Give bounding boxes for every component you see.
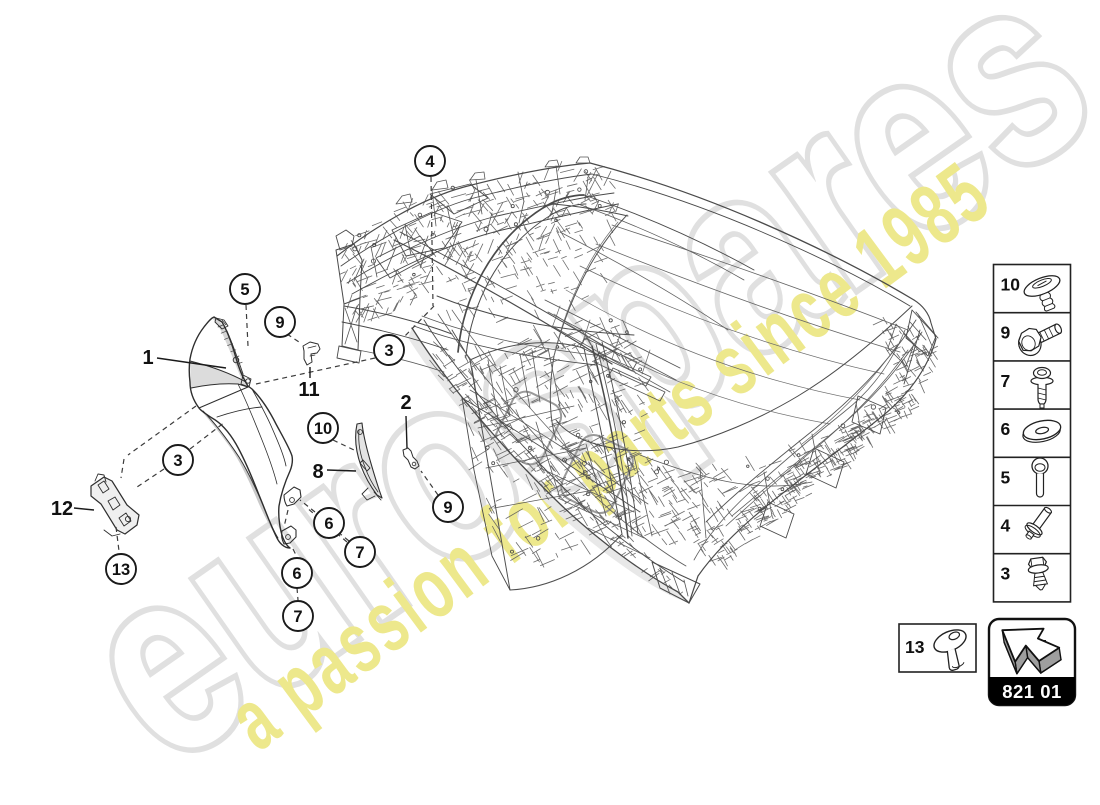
svg-text:9: 9 bbox=[1001, 323, 1011, 343]
svg-text:9: 9 bbox=[443, 499, 452, 517]
svg-text:4: 4 bbox=[1001, 516, 1011, 536]
svg-text:5: 5 bbox=[240, 281, 249, 299]
svg-text:2: 2 bbox=[400, 392, 411, 414]
svg-text:10: 10 bbox=[1001, 275, 1021, 295]
svg-text:11: 11 bbox=[298, 379, 319, 401]
svg-text:3: 3 bbox=[384, 342, 393, 360]
svg-text:8: 8 bbox=[312, 461, 323, 483]
svg-text:7: 7 bbox=[1001, 371, 1011, 391]
svg-text:6: 6 bbox=[292, 565, 301, 583]
svg-text:821 01: 821 01 bbox=[1002, 681, 1062, 702]
svg-text:9: 9 bbox=[275, 314, 284, 332]
svg-text:13: 13 bbox=[112, 561, 130, 579]
svg-text:3: 3 bbox=[173, 452, 182, 470]
svg-text:13: 13 bbox=[905, 637, 925, 657]
svg-text:6: 6 bbox=[324, 515, 333, 533]
svg-text:1: 1 bbox=[142, 347, 153, 369]
svg-text:12: 12 bbox=[51, 498, 73, 520]
svg-text:10: 10 bbox=[314, 420, 332, 438]
svg-text:6: 6 bbox=[1001, 419, 1011, 439]
svg-text:7: 7 bbox=[293, 608, 302, 626]
svg-text:4: 4 bbox=[425, 153, 435, 171]
svg-text:5: 5 bbox=[1001, 467, 1011, 487]
svg-text:3: 3 bbox=[1001, 564, 1011, 584]
svg-text:7: 7 bbox=[355, 544, 364, 562]
